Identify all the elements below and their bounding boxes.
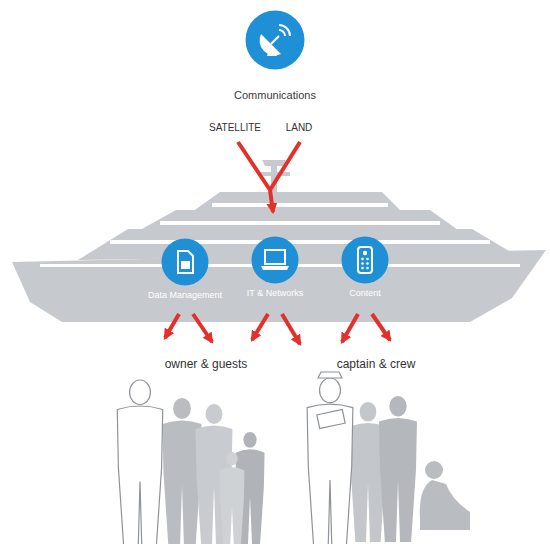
content-node: Content — [341, 236, 389, 284]
node-label: Content — [349, 288, 381, 299]
captain-cap — [318, 372, 342, 378]
sim-card-icon — [178, 251, 193, 273]
head — [320, 378, 341, 403]
crew-figure — [379, 396, 417, 542]
sitting-crew-figure — [420, 480, 470, 530]
blue-circle — [246, 11, 305, 70]
satellite-arrow — [238, 142, 270, 190]
data-management-node: Data Management — [161, 238, 209, 286]
guest-figure — [163, 398, 202, 544]
remote-button — [363, 251, 367, 255]
laptop-base — [261, 266, 289, 270]
source-label: SATELLITE — [209, 122, 261, 134]
audience-label: owner & guests — [165, 357, 248, 371]
circle-shape — [161, 238, 209, 286]
land-arrow — [270, 142, 300, 190]
window-stripe — [160, 221, 440, 225]
head — [226, 452, 237, 465]
remote-button — [361, 262, 364, 265]
network-arrow — [282, 314, 300, 344]
clipboard — [317, 409, 345, 428]
remote-button — [366, 262, 369, 265]
remote-button — [361, 267, 364, 270]
upper-deck — [192, 192, 402, 212]
data-arrow — [193, 314, 212, 342]
mast-top — [262, 160, 286, 166]
source-label: LAND — [286, 122, 313, 134]
content-arrow — [372, 314, 390, 340]
window-stripe — [212, 203, 388, 207]
circle-shape — [245, 10, 305, 70]
dish-feed — [271, 36, 279, 44]
blue-circle — [252, 237, 299, 284]
remote-button — [366, 258, 369, 261]
head — [360, 402, 377, 422]
head — [173, 398, 191, 419]
dish-icon — [260, 34, 281, 55]
node-label: IT & Networks — [247, 288, 303, 299]
body — [307, 404, 353, 544]
sitting-crew-head — [425, 461, 443, 479]
circle-shape — [341, 236, 389, 284]
communications-node: Communications — [245, 10, 305, 70]
window-stripe — [110, 240, 490, 244]
signal-arc — [279, 30, 285, 36]
blue-circle — [162, 239, 209, 286]
remote-button — [361, 258, 364, 261]
sim-chip — [181, 261, 190, 269]
middle-deck — [140, 210, 458, 230]
laptop-screen — [265, 250, 285, 264]
it-networks-node: IT & Networks — [251, 236, 299, 284]
merge-arrow — [270, 190, 273, 212]
body — [163, 421, 202, 544]
owner-figure — [117, 380, 163, 544]
head — [206, 404, 223, 424]
data-arrow — [165, 314, 179, 338]
body — [220, 467, 245, 544]
body — [379, 418, 417, 542]
head — [243, 432, 256, 448]
remote-icon — [358, 247, 372, 273]
node-label: Communications — [234, 89, 316, 102]
circle-shape — [251, 236, 299, 284]
dish-stand — [267, 44, 277, 56]
head — [389, 396, 406, 416]
blue-circle — [342, 237, 389, 284]
content-arrow — [342, 314, 358, 342]
child-figure — [220, 452, 245, 544]
people-silhouettes — [117, 372, 470, 544]
yacht-silhouette — [12, 160, 546, 322]
remote-button — [366, 267, 369, 270]
network-arrow — [252, 314, 268, 340]
node-label: Data Management — [148, 290, 222, 301]
body — [117, 406, 163, 544]
captain-figure — [307, 378, 353, 544]
radar-arm — [258, 172, 290, 176]
head — [130, 380, 151, 405]
audience-label: captain & crew — [337, 357, 416, 371]
signal-arc — [279, 25, 290, 36]
